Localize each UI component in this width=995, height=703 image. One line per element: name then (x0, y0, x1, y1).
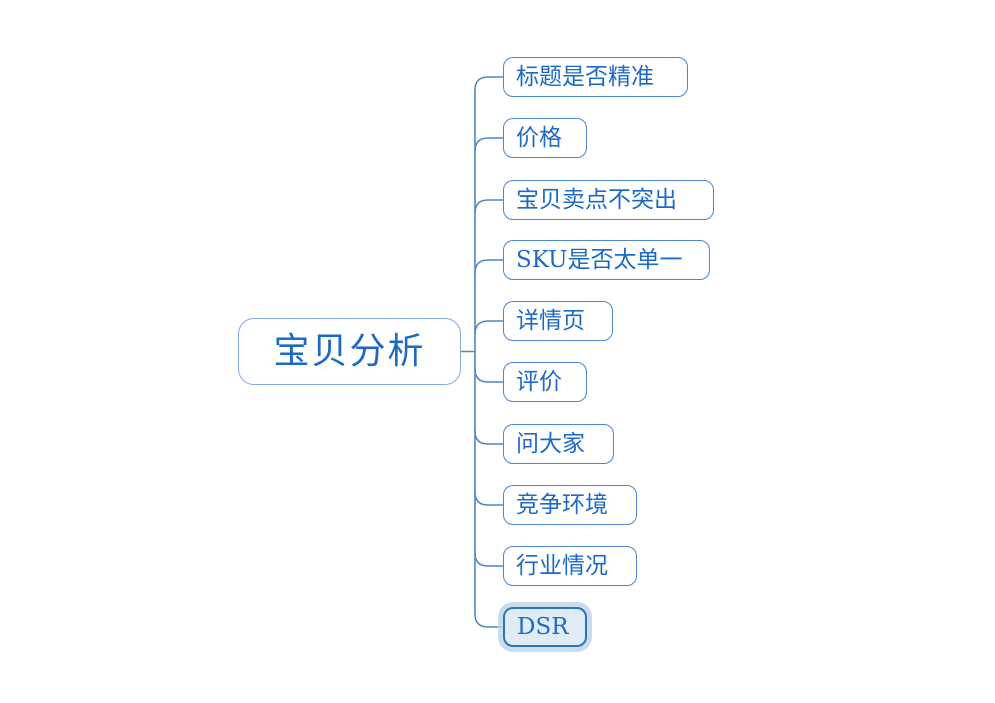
root-node[interactable]: 宝贝分析 (238, 318, 461, 385)
mindmap-node[interactable]: 标题是否精准 (503, 57, 688, 97)
mindmap-node[interactable]: SKU是否太单一 (503, 240, 710, 280)
mindmap-node[interactable]: 详情页 (503, 301, 613, 341)
mindmap-node[interactable]: 价格 (503, 118, 587, 158)
mindmap-node[interactable]: 宝贝卖点不突出 (503, 180, 714, 220)
mindmap-node[interactable]: 评价 (503, 362, 587, 402)
mindmap-node[interactable]: 问大家 (503, 424, 614, 464)
mindmap-node[interactable]: 行业情况 (503, 546, 637, 586)
mindmap-node-selected[interactable]: DSR (503, 607, 587, 647)
mindmap-node[interactable]: 竞争环境 (503, 485, 637, 525)
